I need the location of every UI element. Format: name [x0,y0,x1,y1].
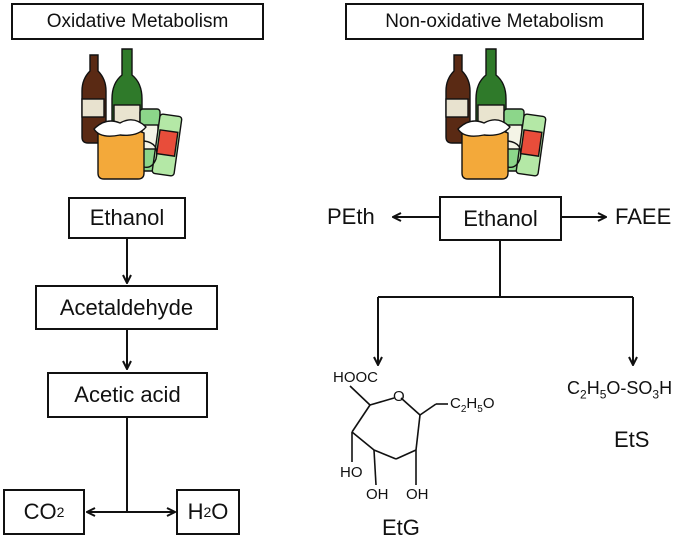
ethanol-node-oxidative: Ethanol [68,197,186,239]
faee-label: FAEE [615,204,672,229]
etg-ring-oxygen: O [393,388,405,405]
acetic-acid-node: Acetic acid [47,372,208,418]
drinks-illustration-right [445,48,547,180]
etg-side-s1: 2 [460,404,467,415]
non-oxidative-title: Non-oxidative Metabolism [345,3,644,40]
co2-base: CO [23,499,57,524]
etg-oh-bottom-1: OH [366,486,389,503]
etg-side-h: H [466,395,478,412]
etg-label: EtG [382,515,420,540]
h2o-h: H [187,499,204,524]
ets-mid: O-SO [606,378,653,398]
oxidative-title: Oxidative Metabolism [11,3,264,40]
ets-label: EtS [614,427,650,452]
etg-side-c: C [450,395,461,412]
etg-side-o: O [482,395,495,412]
ets-s1: 2 [580,387,587,402]
ets-s3: 3 [652,387,660,402]
etg-ring-structure [349,385,448,486]
ethanol-node-non-oxidative: Ethanol [439,196,562,241]
etg-side-s2: 5 [477,404,483,415]
ets-h: H [586,378,600,398]
drinks-illustration [81,48,183,180]
co2-subscript: 2 [56,504,65,520]
ets-s2: 5 [599,387,607,402]
peth-label: PEth [327,204,375,229]
acetaldehyde-node: Acetaldehyde [35,285,218,330]
etg-hooc-label: HOOC [333,369,378,386]
ets-formula: C2H5O-SO3H [567,378,672,402]
etg-side-chain: C2H5O [450,395,494,415]
h2o-subscript: 2 [203,504,212,520]
etg-oh-bottom-2: OH [406,486,429,503]
etg-oh-left: HO [340,464,363,481]
h2o-o: O [211,499,229,524]
ets-end: H [659,378,673,398]
ets-c: C [567,378,580,398]
